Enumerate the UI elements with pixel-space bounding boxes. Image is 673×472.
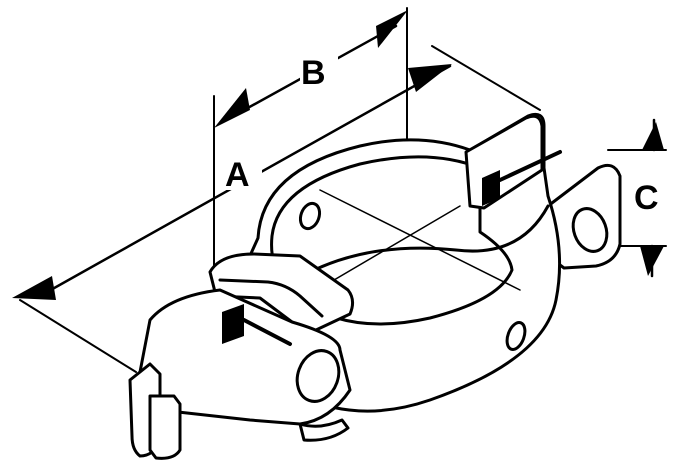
front-bolt-shaft — [242, 318, 292, 346]
right-ear-hole — [571, 207, 609, 253]
band-hole-left — [298, 201, 322, 231]
back-bolt-shaft — [498, 150, 562, 182]
label-c-bg — [634, 178, 670, 214]
center-line-1 — [319, 189, 521, 291]
arrowhead-b-right — [376, 10, 408, 48]
arrowhead-a-right — [408, 64, 452, 92]
front-hole — [295, 349, 341, 403]
front-bolt-head — [222, 304, 244, 344]
band-hole-right — [505, 321, 527, 351]
arrowhead-c-bottom — [640, 246, 664, 276]
label-b-bg — [300, 52, 338, 88]
band-inner-rim — [290, 204, 550, 284]
dimension-labels: B A C — [224, 52, 670, 217]
arrowhead-a-left — [12, 276, 56, 300]
extension-line-a-left — [19, 299, 137, 373]
label-a-bg — [224, 154, 262, 190]
bottom-strap — [298, 418, 350, 442]
left-clip-tab — [148, 394, 182, 460]
arrowhead-b-left — [214, 88, 250, 128]
back-bolt-head — [482, 170, 500, 206]
label-a: A — [225, 156, 250, 194]
arrowhead-c-top — [642, 122, 664, 150]
right-flange — [546, 163, 622, 270]
label-b: B — [301, 54, 326, 92]
label-c: C — [634, 179, 659, 217]
left-flange — [128, 288, 352, 460]
top-plate-fold — [218, 278, 324, 318]
extension-line-a-right — [431, 45, 541, 111]
